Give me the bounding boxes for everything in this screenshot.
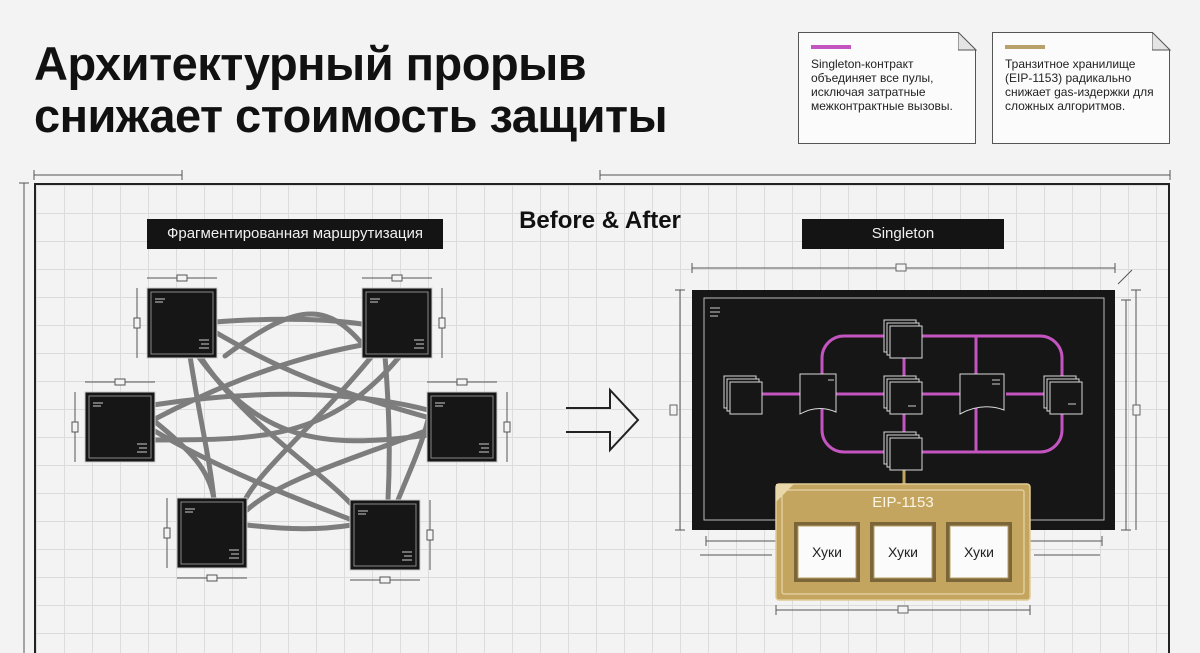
hook-label: Хуки — [888, 544, 918, 560]
pool-node — [146, 287, 218, 359]
document-icon — [799, 373, 837, 415]
note-text: Транзитное хранилище (EIP-1153) радикаль… — [1005, 57, 1154, 113]
pool-node — [84, 391, 156, 463]
menu-lines-icon — [710, 307, 720, 317]
pool-node — [426, 391, 498, 463]
pool-node — [349, 499, 421, 571]
dimension-tags — [669, 263, 1141, 614]
after-label: Singleton — [802, 219, 1004, 249]
hook-label: Хуки — [964, 544, 994, 560]
hook-boxes — [794, 522, 1012, 582]
eip-label: EIP-1153 — [872, 494, 934, 511]
note-fold-icon — [1152, 32, 1171, 51]
transition-arrow — [566, 387, 640, 453]
fragmented-links — [150, 311, 433, 532]
eip-1153-panel — [775, 483, 1031, 601]
note-singleton: Singleton-контракт объединяет все пулы, … — [798, 32, 976, 144]
fragmented-nodes — [84, 287, 498, 571]
note-transient-storage: Транзитное хранилище (EIP-1153) радикаль… — [992, 32, 1170, 144]
note-text: Singleton-контракт объединяет все пулы, … — [811, 57, 953, 113]
pool-stack-icon — [883, 431, 923, 471]
pool-node — [176, 497, 248, 569]
pool-markers — [828, 379, 1076, 407]
pool-stack-icon — [1043, 375, 1083, 415]
pool-stack-icon — [883, 319, 923, 359]
pool-node — [361, 287, 433, 359]
hook-label: Хуки — [812, 544, 842, 560]
diagram-title: Before & After — [519, 207, 681, 234]
note-accent-bar — [811, 45, 851, 49]
title-line-2: снижает стоимость защиты — [34, 89, 668, 142]
title-line-1: Архитектурный прорыв — [34, 37, 587, 90]
node-dimension-marks — [71, 274, 511, 584]
pool-stack-icon — [723, 375, 763, 415]
singleton-pools — [723, 319, 1083, 471]
note-accent-bar — [1005, 45, 1045, 49]
page-title: Архитектурный прорыв снижает стоимость з… — [34, 37, 668, 142]
note-fold-icon — [958, 32, 977, 51]
before-label: Фрагментированная маршрутизация — [147, 219, 443, 249]
diagram-panel — [34, 183, 1170, 653]
pool-stack-icon — [883, 375, 923, 415]
